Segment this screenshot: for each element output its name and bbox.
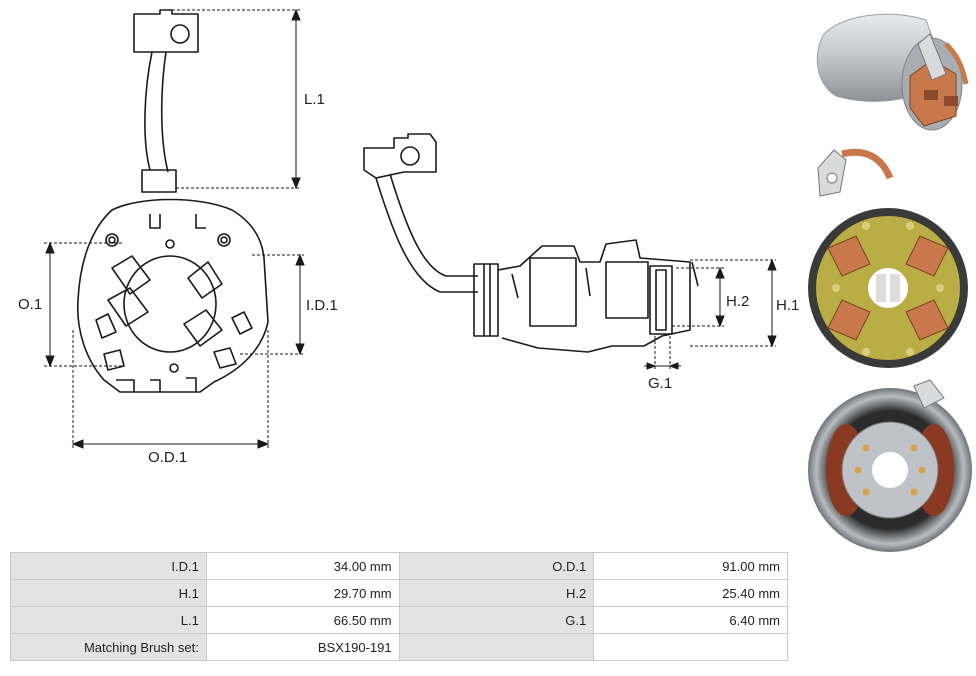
spec-label [398, 633, 595, 661]
table-row: L.1 66.50 mm G.1 6.40 mm [10, 606, 788, 634]
spec-table: I.D.1 34.00 mm O.D.1 91.00 mm H.1 29.70 … [10, 552, 788, 661]
side-view [363, 133, 699, 353]
product-photo-field-coil [808, 379, 972, 552]
spec-value: 29.70 mm [205, 579, 400, 607]
technical-drawing: L.1 O.1 I.D.1 O.D.1 H.2 H.1 G.1 [18, 8, 799, 466]
spec-label: L.1 [10, 606, 207, 634]
spec-label: Matching Brush set: [10, 633, 207, 661]
spec-label: O.D.1 [398, 552, 595, 580]
dim-label-l1: L.1 [304, 91, 325, 108]
dim-label-id1: I.D.1 [306, 297, 338, 314]
spec-value: 6.40 mm [593, 606, 788, 634]
table-row: H.1 29.70 mm H.2 25.40 mm [10, 579, 788, 607]
dim-label-g1: G.1 [648, 375, 672, 392]
spec-label: H.1 [10, 579, 207, 607]
table-row: Matching Brush set: BSX190-191 [10, 633, 788, 661]
spec-label: I.D.1 [10, 552, 207, 580]
spec-value: 34.00 mm [205, 552, 400, 580]
dim-label-o1: O.1 [18, 296, 42, 313]
spec-value: 66.50 mm [205, 606, 400, 634]
dim-label-od1: O.D.1 [148, 449, 187, 466]
spec-label: H.2 [398, 579, 595, 607]
table-row: I.D.1 34.00 mm O.D.1 91.00 mm [10, 552, 788, 580]
product-photo-motor [816, 13, 969, 131]
dim-label-h2: H.2 [726, 293, 749, 310]
spec-label: G.1 [398, 606, 595, 634]
spec-value: 25.40 mm [593, 579, 788, 607]
front-view-terminal [133, 9, 199, 193]
dim-label-h1: H.1 [776, 297, 799, 314]
product-photo-brush-holder [808, 148, 968, 368]
spec-value-link[interactable]: BSX190-191 [205, 633, 400, 661]
spec-value [593, 633, 788, 661]
front-view-plate [76, 198, 269, 393]
spec-value: 91.00 mm [593, 552, 788, 580]
